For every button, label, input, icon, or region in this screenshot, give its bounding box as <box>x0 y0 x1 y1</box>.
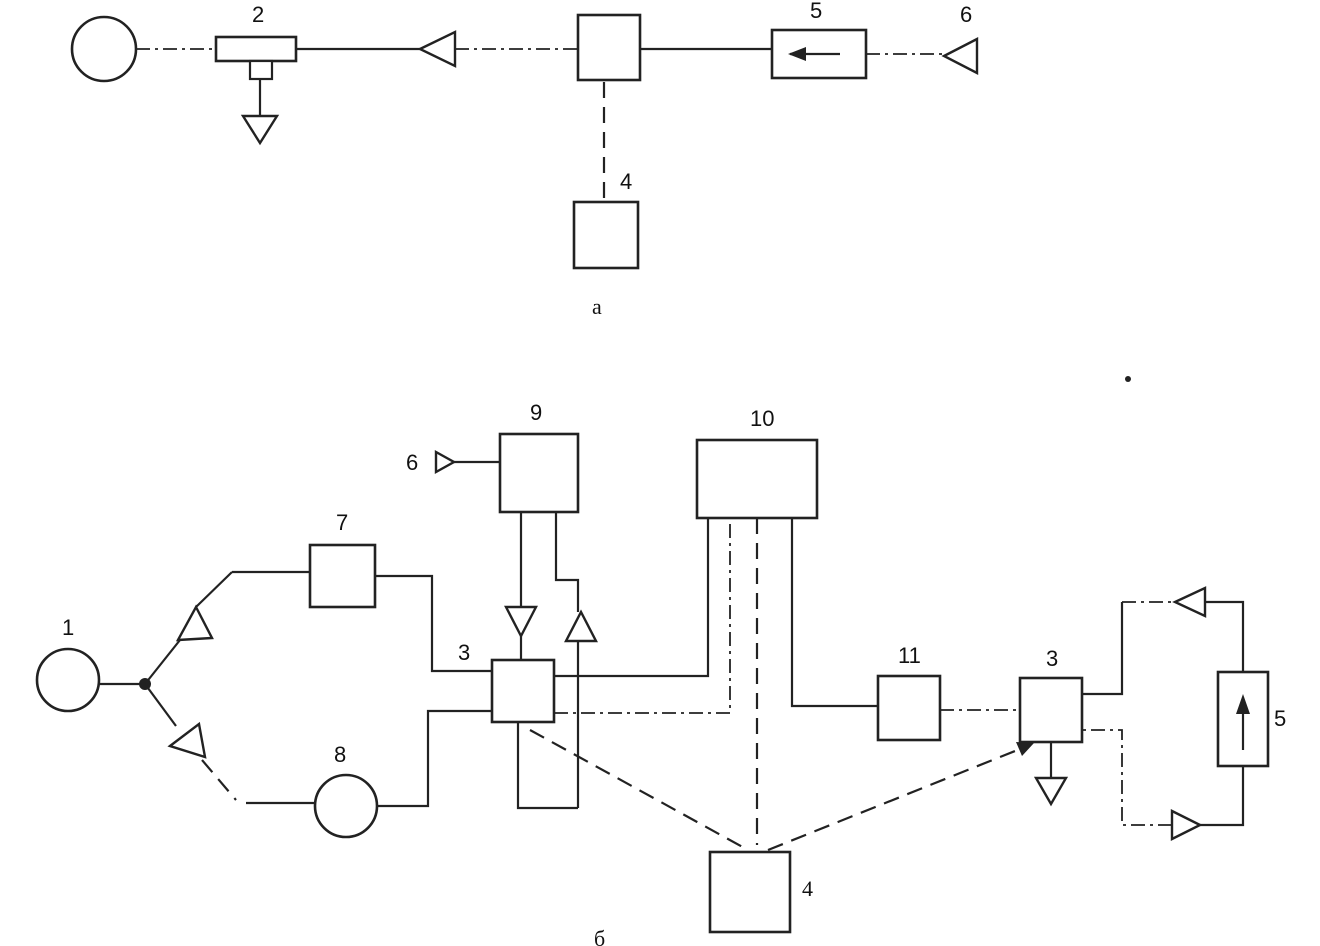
b-line-loop-bottom <box>516 722 578 810</box>
a-block-4 <box>572 200 640 270</box>
b-line-9-up <box>554 512 580 612</box>
b-source-1 <box>35 647 101 713</box>
b-source-8 <box>313 773 379 839</box>
a-block-3 <box>576 13 642 82</box>
b-block-9 <box>498 432 580 514</box>
b-label-1: 1 <box>62 615 74 640</box>
b-antenna-bottom <box>1170 809 1203 841</box>
diagram-a: 2 5 6 4 а <box>70 0 979 319</box>
b-line-3-10-a <box>554 518 710 678</box>
b-dashed-3-4 <box>529 729 749 851</box>
b-block-3-right <box>1018 676 1084 744</box>
b-caption: б <box>594 926 605 946</box>
b-label-5: 5 <box>1274 706 1286 731</box>
b-line-junction-lower-ant <box>144 683 177 727</box>
a-label-5: 5 <box>810 0 822 23</box>
b-line-upper-diag <box>195 571 233 608</box>
b-label-9: 9 <box>530 400 542 425</box>
b-load-triangle <box>1033 776 1069 807</box>
diagram-b: 1 7 8 3 9 6 <box>35 400 1286 946</box>
b-label-7: 7 <box>336 510 348 535</box>
b-line-3-upper <box>1082 602 1124 696</box>
a-antenna-left <box>417 30 457 68</box>
b-line-bottom-to-3 <box>1082 729 1172 826</box>
a-block-2 <box>214 35 298 63</box>
b-block-7 <box>308 543 377 609</box>
b-block-5-arrowhead <box>1236 694 1250 714</box>
b-line-7-3 <box>375 574 492 673</box>
a-caption: а <box>592 294 602 319</box>
b-antenna-6 <box>434 449 457 475</box>
a-load-triangle <box>240 114 280 146</box>
b-antenna-up <box>564 609 598 643</box>
b-antenna-top <box>1172 586 1207 618</box>
b-dashed-4-3 <box>767 743 1031 852</box>
b-label-11: 11 <box>898 643 921 668</box>
b-line-5-bottom <box>1200 766 1245 827</box>
b-label-6: 6 <box>406 450 418 475</box>
b-block-3-left <box>490 658 556 724</box>
a-label-2: 2 <box>252 2 264 27</box>
b-line-lower-diag <box>201 759 237 801</box>
b-line-8-3 <box>377 709 492 808</box>
b-antenna-down <box>504 605 538 639</box>
b-line-top-to-5 <box>1205 600 1245 672</box>
b-line-10-11 <box>790 518 878 708</box>
b-block-4 <box>708 850 792 934</box>
a-block-2-stub <box>248 59 274 81</box>
a-source-circle <box>70 15 138 83</box>
b-label-3-right: 3 <box>1046 646 1058 671</box>
b-label-3-left: 3 <box>458 640 470 665</box>
a-block-5-arrowhead <box>788 47 806 61</box>
b-label-4: 4 <box>802 876 813 901</box>
b-antenna-lower <box>167 721 207 759</box>
b-block-11 <box>876 674 942 742</box>
stray-dot <box>1125 376 1131 382</box>
b-dashed-arrowhead <box>1016 742 1034 756</box>
b-line-3-10-b <box>554 518 731 714</box>
b-label-10: 10 <box>750 406 774 431</box>
b-label-8: 8 <box>334 742 346 767</box>
a-label-4: 4 <box>620 169 632 194</box>
b-block-10 <box>695 438 819 520</box>
a-antenna-6 <box>941 37 979 75</box>
b-line-junction-upper-ant <box>144 639 181 685</box>
b-antenna-upper <box>175 604 214 642</box>
a-label-6: 6 <box>960 2 972 27</box>
